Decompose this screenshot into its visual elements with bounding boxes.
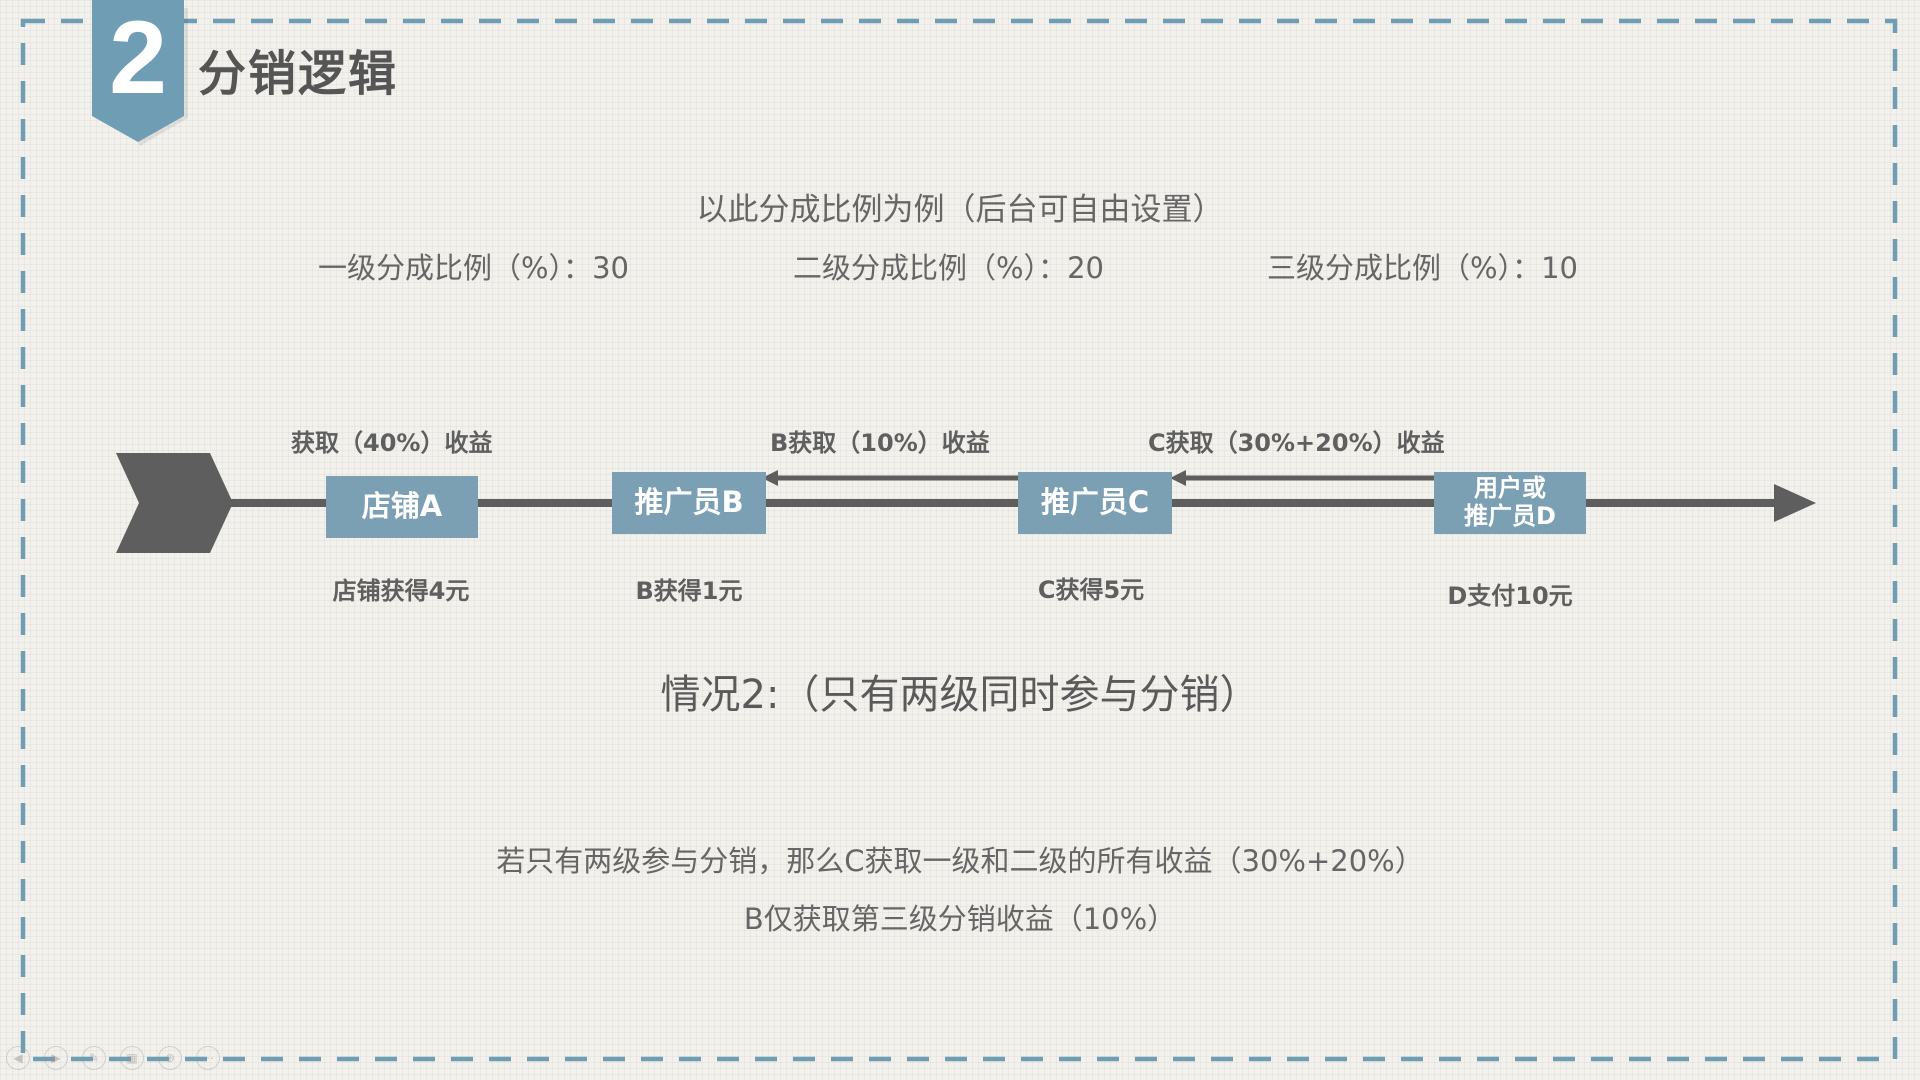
ratio-label: 二级分成比例（%）：: [793, 251, 1068, 285]
node-promoter-c: 推广员C: [1018, 472, 1172, 534]
slides-icon[interactable]: ▦: [120, 1046, 144, 1070]
next-icon[interactable]: ▶: [44, 1046, 68, 1070]
case-title: 情况2:（只有两级同时参与分销）: [660, 672, 1260, 718]
intro-text: 以此分成比例为例（后台可自由设置）: [696, 192, 1224, 228]
explanation-line-2: B仅获取第三级分销收益（10%）: [743, 902, 1177, 936]
node-label-line: 用户或: [1474, 474, 1546, 503]
ratio-level-1: 一级分成比例（%）：30: [318, 245, 629, 287]
arrow-right-icon: [1774, 484, 1816, 522]
earning-b: B获得1元: [635, 577, 743, 605]
gain-label-b: B获取（10%）收益: [770, 429, 990, 457]
zoom-icon[interactable]: ⊕: [158, 1046, 182, 1070]
gain-label-c: C获取（30%+20%）收益: [1148, 429, 1445, 457]
ratio-value: 10: [1541, 251, 1578, 285]
prev-icon[interactable]: ◀: [6, 1046, 30, 1070]
explanation-line-1: 若只有两级参与分销，那么C获取一级和二级的所有收益（30%+20%）: [496, 844, 1424, 878]
page-title: 分销逻辑: [198, 46, 399, 102]
ratio-level-2: 二级分成比例（%）：20: [793, 245, 1104, 287]
gain-label-store: 获取（40%）收益: [291, 429, 493, 457]
ratio-label: 三级分成比例（%）：: [1267, 251, 1542, 285]
slide-number: 2: [109, 0, 167, 116]
node-label-line: 推广员D: [1464, 502, 1556, 530]
ratio-label: 一级分成比例（%）：: [318, 251, 593, 285]
triple-chevron-icon: [116, 453, 233, 553]
number-badge: [92, 0, 184, 142]
node-promoter-b: 推广员B: [612, 472, 766, 534]
node-label: 店铺A: [361, 489, 443, 524]
node-label: 推广员C: [1040, 485, 1150, 520]
more-icon[interactable]: ⋯: [196, 1046, 220, 1070]
ratio-value: 20: [1067, 251, 1104, 285]
earning-d: D支付10元: [1447, 582, 1573, 610]
ratio-value: 30: [592, 251, 629, 285]
dashed-border: [20, 18, 1898, 1062]
ratio-level-3: 三级分成比例（%）：10: [1267, 245, 1578, 287]
node-label: 推广员B: [634, 485, 744, 520]
earning-c: C获得5元: [1037, 576, 1145, 604]
pen-icon[interactable]: ✎: [82, 1046, 106, 1070]
node-store-a: 店铺A: [326, 476, 478, 538]
node-user-d: 用户或 推广员D: [1434, 472, 1586, 534]
earning-store: 店铺获得4元: [332, 577, 470, 605]
